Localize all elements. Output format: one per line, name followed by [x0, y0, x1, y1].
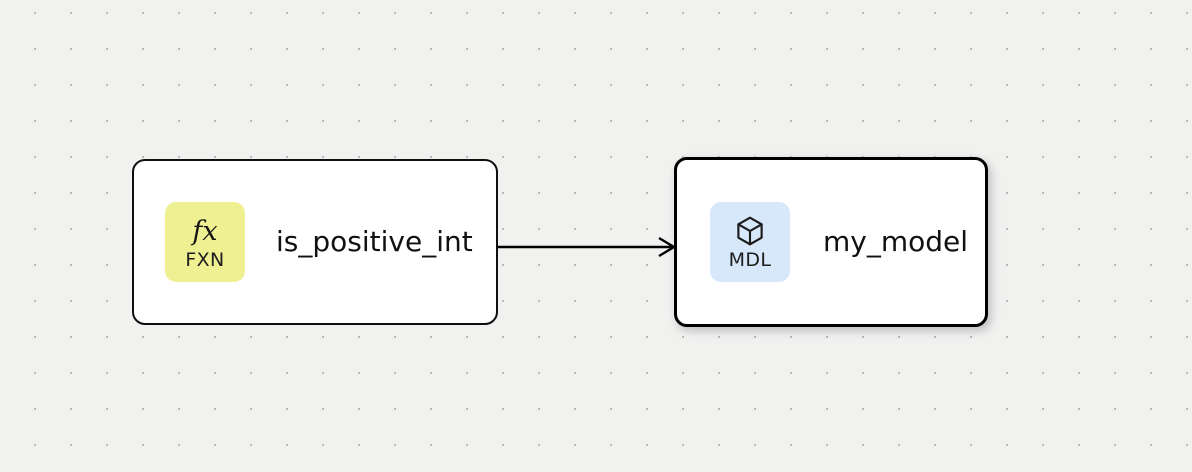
- edge-fxn-to-mdl[interactable]: [498, 236, 677, 258]
- edge-arrowhead-icon: [658, 236, 677, 258]
- node-title-is-positive-int: is_positive_int: [276, 225, 473, 258]
- node-title-my-model: my_model: [823, 225, 969, 258]
- function-glyph: fx: [192, 214, 217, 248]
- cube-icon-svg: [737, 216, 763, 246]
- function-glyph-text: fx: [192, 215, 218, 247]
- node-badge-label-mdl: MDL: [728, 249, 772, 271]
- cube-icon: [733, 214, 767, 248]
- node-badge-label-fxn: FXN: [185, 249, 225, 271]
- node-badge-fxn: fx FXN: [165, 202, 245, 282]
- node-my-model[interactable]: MDL my_model: [674, 157, 988, 327]
- node-is-positive-int[interactable]: fx FXN is_positive_int: [132, 159, 498, 325]
- node-badge-mdl: MDL: [710, 202, 790, 282]
